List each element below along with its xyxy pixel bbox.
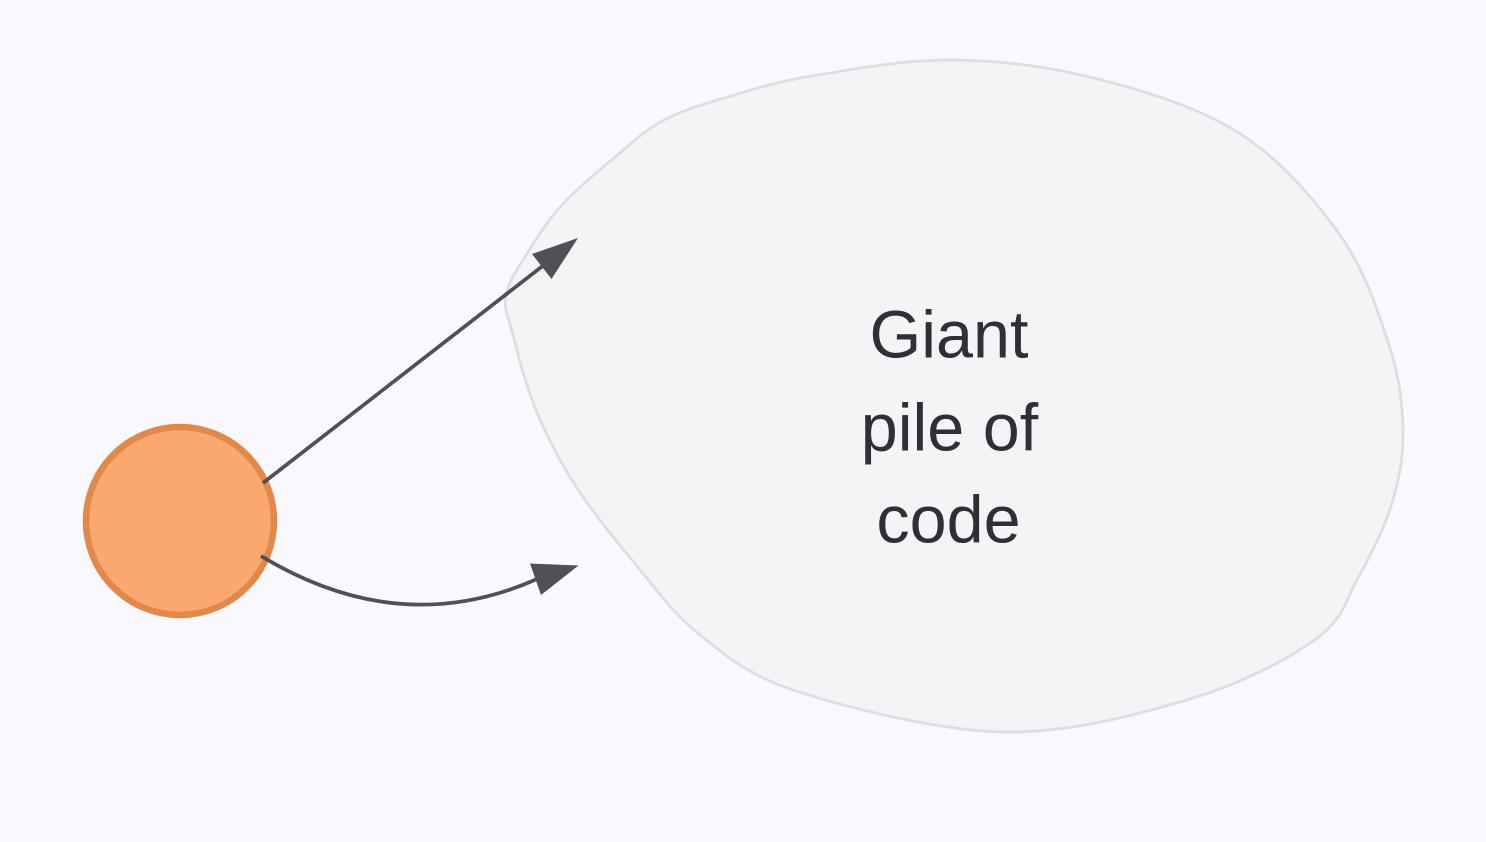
svg-text:Giant: Giant [870, 299, 1029, 373]
svg-text:code: code [876, 484, 1020, 558]
svg-text:pile of: pile of [861, 392, 1039, 466]
